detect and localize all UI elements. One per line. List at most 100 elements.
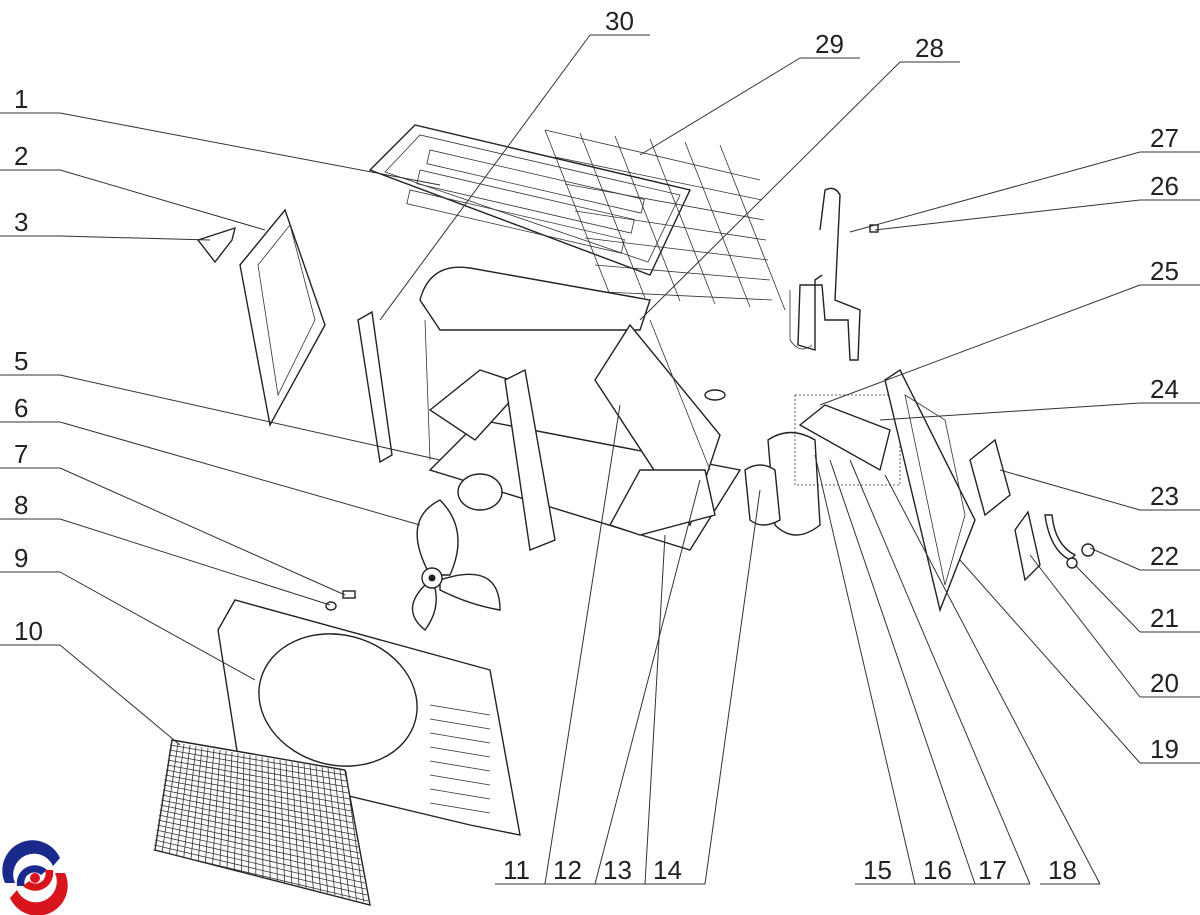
callout-1: 1 (0, 84, 441, 186)
part-number-label: 17 (978, 855, 1007, 885)
callout-6: 6 (0, 393, 421, 526)
motor-bracket-part (428, 368, 556, 551)
leader-line (644, 534, 666, 885)
part-number-label: 15 (863, 855, 892, 885)
callout-23: 23 (999, 469, 1200, 511)
leader-line (849, 151, 1141, 233)
part-number-label: 2 (14, 141, 28, 171)
part-number-label: 13 (603, 855, 632, 885)
part-number-label: 22 (1150, 541, 1179, 571)
callout-22: 22 (1089, 541, 1200, 571)
leader-line (814, 454, 916, 885)
part-number-label: 19 (1150, 734, 1179, 764)
top-cover-part (368, 124, 692, 276)
callout-18: 18 (884, 474, 1101, 885)
part-number-label: 25 (1150, 256, 1179, 286)
callout-12: 12 (545, 479, 701, 885)
part-number-label: 7 (14, 439, 28, 469)
leader-line (829, 459, 976, 885)
part-number-label: 8 (14, 490, 28, 520)
piping-part (789, 187, 879, 361)
leader-line (1074, 564, 1141, 633)
leader-line (59, 374, 441, 461)
callout-9: 9 (0, 543, 256, 681)
callout-11: 11 (495, 404, 621, 885)
rear-grille-part (544, 129, 786, 311)
callout-14: 14 (645, 489, 761, 885)
callout-29: 29 (639, 29, 860, 156)
callout-25: 25 (819, 256, 1200, 406)
leader-line (544, 404, 621, 885)
leader-line (59, 467, 346, 596)
leader-line (59, 644, 181, 746)
right-side-panel-part (884, 368, 976, 613)
front-grille-part (153, 739, 371, 906)
side-panel-left-part (239, 208, 326, 428)
part-number-label: 1 (14, 84, 28, 114)
leader-line (59, 235, 211, 241)
support-bar-part (357, 310, 393, 464)
part-number-label: 28 (915, 33, 944, 63)
part-number-label: 29 (815, 29, 844, 59)
part-number-label: 6 (14, 393, 28, 423)
part-number-label: 5 (14, 346, 28, 376)
part-number-label: 11 (503, 855, 530, 885)
leader-line (849, 459, 1031, 885)
part-number-label: 27 (1150, 123, 1179, 153)
leader-line (59, 169, 266, 231)
callout-15: 15 (814, 454, 916, 885)
leader-line (1089, 547, 1141, 571)
callout-13: 13 (595, 534, 666, 885)
handle-part (196, 226, 236, 264)
part-number-label: 26 (1150, 171, 1179, 201)
leader-line (59, 112, 441, 186)
fan-blade-part (411, 499, 501, 631)
part-number-label: 16 (923, 855, 952, 885)
cover-part-23 (969, 438, 1011, 517)
callout-8: 8 (0, 490, 331, 606)
callout-19: 19 (959, 559, 1200, 764)
leader-line (594, 479, 701, 885)
part-number-label: 14 (653, 855, 682, 885)
callout-26: 26 (874, 171, 1200, 231)
part-number-label: 23 (1150, 481, 1179, 511)
leader-line (874, 199, 1141, 231)
leader-line (879, 402, 1141, 421)
leader-line (1029, 554, 1141, 698)
leader-line (379, 34, 591, 321)
part-number-label: 21 (1150, 603, 1179, 633)
callout-30: 30 (379, 6, 650, 321)
condenser-part (594, 319, 721, 536)
leader-line (639, 57, 801, 156)
leader-line (59, 421, 421, 526)
callout-28: 28 (639, 33, 960, 321)
part-number-label: 18 (1048, 855, 1077, 885)
callout-5: 5 (0, 346, 441, 461)
valve-parts (1014, 510, 1095, 582)
leader-line (704, 489, 761, 885)
callout-17: 17 (849, 459, 1031, 885)
callout-20: 20 (1029, 554, 1200, 698)
callout-21: 21 (1074, 564, 1200, 633)
leader-line (999, 469, 1141, 511)
compressor-part (704, 389, 821, 536)
part-number-label: 10 (14, 616, 43, 646)
leader-line (959, 559, 1141, 764)
leader-line (884, 474, 1101, 885)
callout-7: 7 (0, 439, 346, 596)
part-number-label: 24 (1150, 374, 1179, 404)
callout-16: 16 (829, 459, 976, 885)
part-number-label: 12 (553, 855, 582, 885)
leader-line (59, 571, 256, 681)
leader-line (639, 61, 901, 321)
brand-logo (2, 840, 68, 915)
callout-24: 24 (879, 374, 1200, 421)
callout-2: 2 (0, 141, 266, 231)
leader-line (59, 518, 331, 606)
callout-10: 10 (0, 616, 181, 746)
part-number-label: 30 (605, 6, 634, 36)
small-parts (325, 590, 356, 611)
leader-line (819, 284, 1141, 406)
callout-3: 3 (0, 207, 211, 241)
